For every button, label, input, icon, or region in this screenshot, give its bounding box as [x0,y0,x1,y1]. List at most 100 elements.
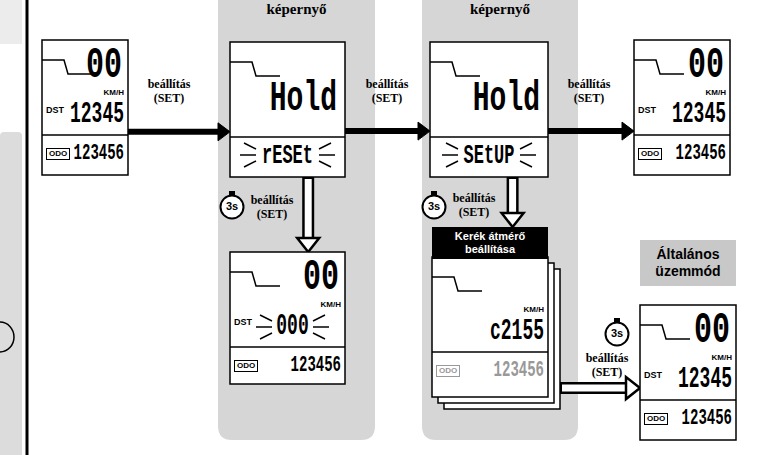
set-arrow [297,177,319,252]
screen-panel: képernyőHoldrESEt 00KM/H DST000ODO123456 [218,0,375,440]
mode-label: ODO [234,360,258,372]
unit-label: KM/H [680,89,726,97]
blink-mark [240,154,256,156]
lcd-screen: HoldrESEt [230,42,345,177]
blink-mark [313,315,325,321]
hold-time-label: 3s [423,201,445,212]
lcd-border [42,40,128,175]
hold-text: Hold [430,78,540,120]
divider-line [26,0,29,455]
blink-mark [260,333,272,339]
odometer-digits: 123456 [42,141,124,163]
blink-mark [313,326,329,328]
set-arrow [345,122,430,140]
lcd-separator [634,134,730,136]
lcd-separator [230,136,345,138]
panel-heading: képernyő [218,2,375,17]
unit-label: KM/H [686,354,732,362]
odometer-digits: 123456 [640,406,732,428]
mode-label: DST [46,106,64,115]
bar-graph-line [230,62,280,76]
lcd-separator [42,134,128,136]
blink-mark [260,315,272,321]
speed-digits: 00 [640,307,730,352]
speed-digits: 00 [42,42,122,87]
blink-mark [319,161,331,167]
hold-time-label: 3s [606,328,628,339]
lcd-border [634,40,730,175]
mode-label: DST [234,318,252,327]
lcd-border [430,42,548,177]
mode-label: ODO [638,148,662,160]
blink-mark [319,143,331,149]
stopwatch-icon [606,318,629,346]
button-label: beállítás (SET) [358,78,416,106]
blink-mark [446,161,458,167]
lcd-screen: 00KM/HDST12345ODO123456 [634,40,730,175]
bar-graph-line [430,62,480,76]
blink-mark [244,161,256,167]
blink-mark [244,143,256,149]
odometer-digits: 123456 [432,358,544,380]
button-label: beállítás (SET) [446,192,502,220]
bar-graph-line [640,325,690,339]
blink-mark [442,154,458,156]
button-label: beállítás (SET) [140,78,198,106]
side-panel [0,132,22,455]
menu-text: SEtUP [430,142,548,169]
trip-digits: 12345 [634,100,726,129]
screen-panel-ground [422,0,578,440]
set-arrow [128,123,230,141]
lcd-border [640,305,736,440]
screen-panel: képernyőHoldSEtUP Kerék átmérő beállítása… [422,0,578,440]
speed-digits: 00 [230,254,339,299]
lcd-screen: Általános üzemmód 00KM/H DST12345ODO123456 [640,240,736,440]
stopwatch-icon [221,191,244,219]
lcd-border [230,42,345,177]
lcd-separator [430,136,548,138]
lcd-screen: 00KM/HDST12345ODO123456 [42,40,128,175]
button-label: beállítás (SET) [578,352,636,380]
hold-text: Hold [230,78,337,120]
wheel-size-digits: c2155 [432,317,544,346]
bar-graph-line [42,60,92,74]
lcd-separator [230,346,345,348]
stopwatch-icon [423,191,446,219]
blink-mark [313,333,325,339]
mode-label: ODO [436,365,460,377]
bar-graph-line [230,272,280,286]
blink-mark [520,143,532,149]
lcd-screen: HoldSEtUP [430,42,548,177]
mode-label: DST [638,106,656,115]
blink-mark [446,143,458,149]
odometer-digits: 123456 [230,353,341,375]
unit-label: KM/H [295,301,341,309]
screen-panel-ground [218,0,375,440]
set-arrow [560,377,640,399]
blink-mark [520,154,536,156]
trip-digits: 000 [240,312,345,341]
button-label: beállítás (SET) [560,78,618,106]
mode-label: DST [644,371,662,380]
panel-heading: Kerék átmérő beállítása [432,227,548,259]
lcd-separator [640,399,736,401]
lcd-border [230,252,345,384]
unit-label: KM/H [78,89,124,97]
odometer-digits: 123456 [634,141,726,163]
mode-label: ODO [644,413,668,425]
lcd-screen: Kerék átmérő beállításaKM/H c2155ODO12345… [432,227,560,409]
trip-digits: 12345 [640,365,732,394]
set-arrow [548,122,634,140]
button-label: beállítás (SET) [244,194,300,222]
panel-heading: Általános üzemmód [640,240,736,286]
lcd-border [432,257,548,397]
unit-label: KM/H [498,306,544,314]
set-arrow [502,177,524,227]
blink-mark [520,161,532,167]
blink-mark [319,154,335,156]
trip-digits: 12345 [42,100,124,129]
side-panel [0,0,22,44]
side-button [0,322,14,352]
panel-heading: képernyő [422,2,578,17]
blink-mark [256,326,272,328]
